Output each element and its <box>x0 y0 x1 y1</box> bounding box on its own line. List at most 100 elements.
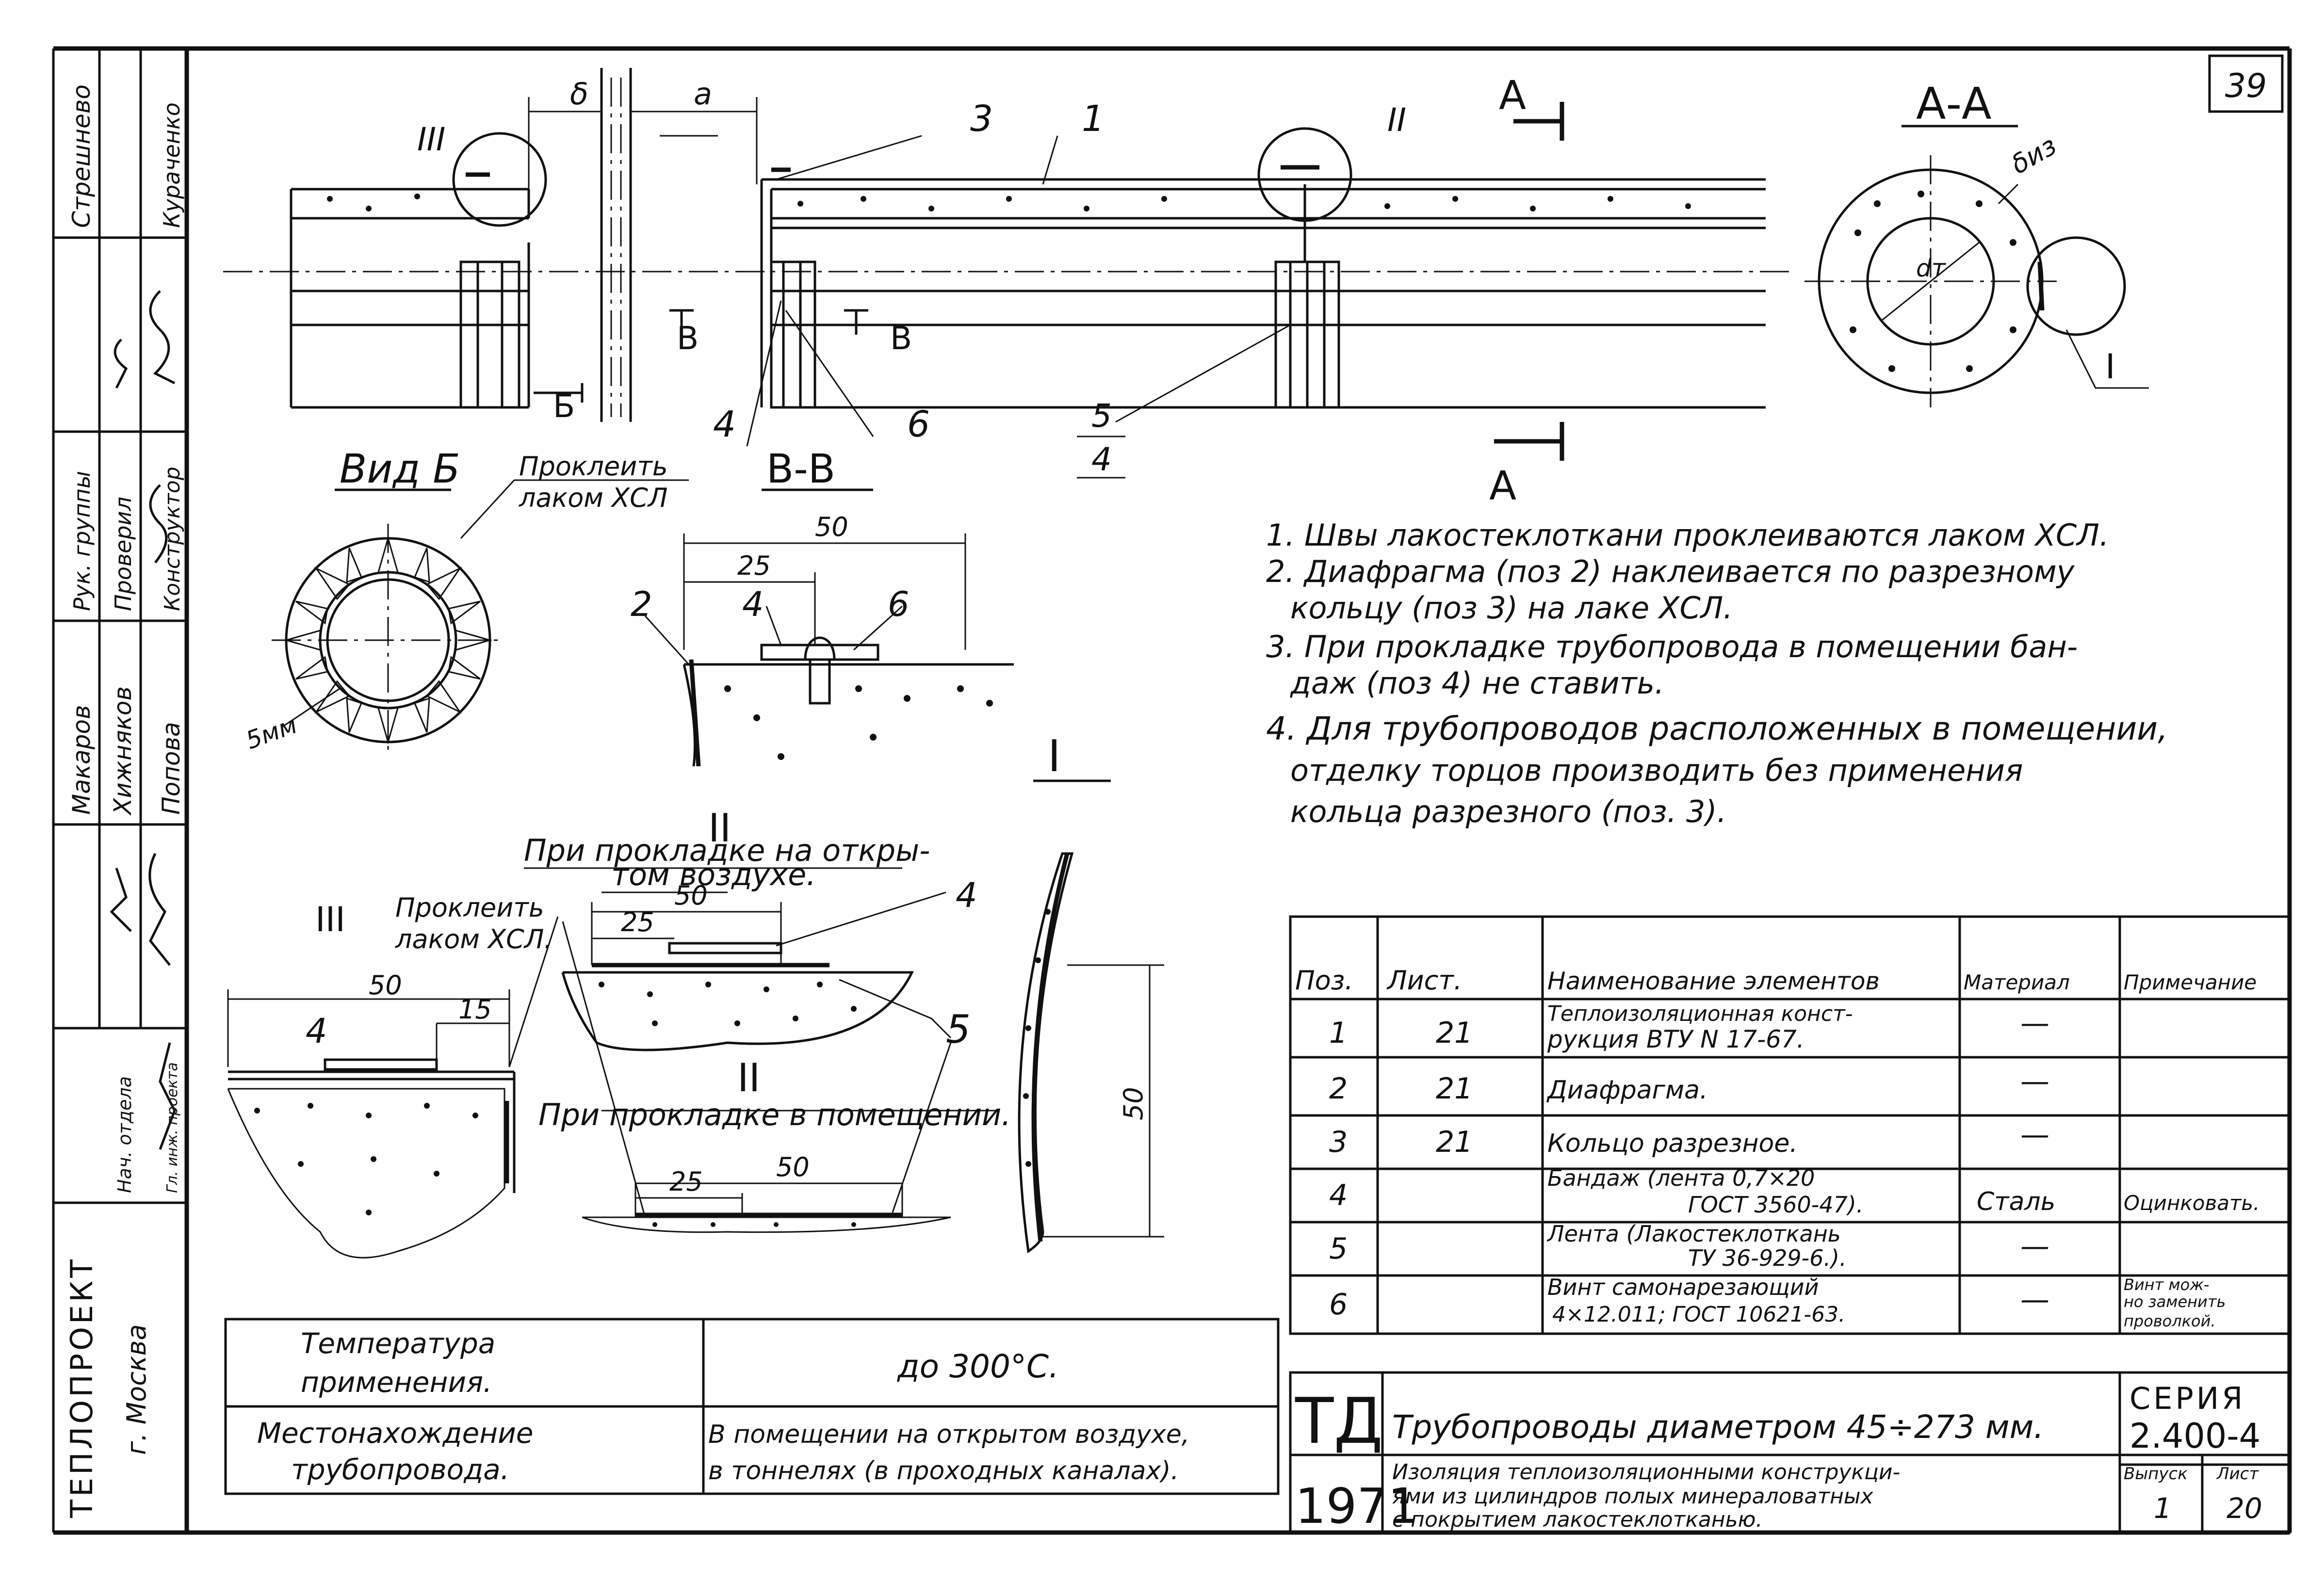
cond-location-value-2: в тоннелях (в проходных каналах). <box>708 1456 1179 1485</box>
spec-row-4-name-2: ГОСТ 3560-47). <box>1688 1192 1863 1218</box>
title-code: ТД <box>1295 1384 1383 1458</box>
spec-row-1-sheet: 21 <box>1436 1016 1473 1050</box>
detail-II-outdoor-1: При прокладке на откры- <box>524 833 930 868</box>
view-b <box>272 479 689 757</box>
spec-row-2-material: — <box>2020 1065 2049 1098</box>
note-2: 2. Диафрагма (поз 2) наклеивается по раз… <box>1266 554 2075 589</box>
issue-value: 1 <box>2154 1492 2172 1525</box>
spec-row-6-name-1: Винт самонарезающий <box>1547 1274 1819 1300</box>
stamp-name-2: Кураченко <box>159 102 185 228</box>
detail-II-indoor: При прокладке в помещении. <box>538 1097 1011 1132</box>
vv-pos-4: 4 <box>742 584 764 624</box>
detail-III-glue-2: лаком ХСЛ. <box>395 924 553 954</box>
vv-pos-2: 2 <box>631 584 652 624</box>
section-aa <box>1804 125 2149 407</box>
detail-III-dim-50: 50 <box>369 970 402 1001</box>
pos-label-4-top-b: 4 <box>1091 441 1112 478</box>
note-2-cont: кольцу (поз 3) на лаке ХСЛ. <box>1290 590 1733 626</box>
spec-row-1-pos: 1 <box>1329 1016 1348 1050</box>
cond-location-value-1: В помещении на открытом воздухе, <box>708 1420 1189 1449</box>
vv-dim-50: 50 <box>815 512 848 542</box>
organization-city: г. Москва <box>121 1324 152 1455</box>
spec-row-6-name-2: 4×12.011; ГОСТ 10621-63. <box>1552 1302 1845 1327</box>
spec-row-5-name-2: ТУ 36-929-6.). <box>1688 1245 1847 1271</box>
spec-row-4-pos: 4 <box>1329 1178 1348 1212</box>
pos-label-3: 3 <box>970 98 993 140</box>
section-vv <box>644 488 1014 767</box>
section-mark-a-bottom: А <box>1489 463 1516 509</box>
title-sub-3: с покрытием лакостеклотканью. <box>1392 1507 1763 1532</box>
spec-row-4-note: Оцинковать. <box>2124 1191 2260 1215</box>
sheet-frame <box>52 46 2292 1535</box>
spec-row-5-name-1: Лента (Лакостеклоткань <box>1546 1221 1841 1247</box>
detail-II-outdoor-2: том воздухе. <box>611 857 816 892</box>
stamp-name-1: Стрешнево <box>67 84 96 228</box>
detail-III-title: III <box>315 900 345 939</box>
cond-location-label-2: трубопровода. <box>291 1453 509 1486</box>
detail-II-pos-5: 5 <box>946 1007 971 1052</box>
dim-5mm: 5мм <box>242 710 301 755</box>
issue-label: Выпуск <box>2124 1464 2188 1484</box>
title-block <box>1289 1371 2291 1534</box>
spec-row-4-name-1-vis: Бандаж (лента 0,7×20 <box>1547 1165 1815 1191</box>
detail-II <box>524 867 999 1233</box>
vv-pos-6: 6 <box>888 584 910 624</box>
title-sub-2: ями из цилиндров полых минераловатных <box>1392 1484 1874 1509</box>
spec-row-2-pos: 2 <box>1329 1072 1348 1106</box>
spec-row-1-name-2: рукция ВТУ N 17-67. <box>1547 1025 1804 1053</box>
dim-dt: dт <box>1916 254 1947 282</box>
conditions-table <box>224 1318 1280 1495</box>
detail-II-indoor-dim-25: 25 <box>669 1166 703 1197</box>
spec-row-5-pos: 5 <box>1329 1232 1348 1266</box>
spec-row-6-pos: 6 <box>1329 1288 1348 1322</box>
cond-location-label-1: Местонахождение <box>257 1417 534 1450</box>
stamp-name-khizhnyakov: Хижняков <box>109 686 137 816</box>
detail-I-title: I <box>1048 731 1061 782</box>
note-3: 3. При прокладке трубопровода в помещени… <box>1266 629 2078 664</box>
series-value: 2.400-4 <box>2129 1416 2260 1456</box>
note-4-cont-2: кольца разрезного (поз. 3). <box>1290 794 1726 829</box>
callout-I-aa: I <box>2105 347 2115 387</box>
mark-v-left: В <box>677 320 699 357</box>
pos-label-1: 1 <box>1082 98 1105 140</box>
detail-III <box>227 916 559 1259</box>
detail-II-pos-4: 4 <box>956 875 977 915</box>
view-b-title: Вид Б <box>340 446 460 492</box>
section-vv-title: В-В <box>766 446 835 492</box>
view-b-glue-1: Проклеить <box>519 451 668 482</box>
title-year: 1971 <box>1295 1478 1419 1534</box>
detail-II-indoor-title: II <box>737 1055 760 1100</box>
stamp-role-ruk-gruppy: Рук. группы <box>69 471 95 611</box>
pipe-elevation <box>223 68 1795 461</box>
mark-v-right: В <box>890 320 912 357</box>
spec-row-1-material: — <box>2020 1006 2049 1040</box>
spec-row-3-material: — <box>2020 1118 2049 1152</box>
title-main: Трубопроводы диаметром 45÷273 мм. <box>1392 1408 2044 1446</box>
mark-b-arrow: Б <box>553 387 575 425</box>
spec-row-2-name: Диафрагма. <box>1546 1076 1708 1105</box>
cond-temp-label-1: Температура <box>301 1327 495 1360</box>
title-sub-1: Изоляция теплоизоляционными конструкци- <box>1392 1460 1900 1485</box>
sheet-label: Лист <box>2216 1464 2259 1484</box>
pos-label-5-top: 5 <box>1091 397 1112 435</box>
detail-I-dim-50: 50 <box>1118 1087 1149 1120</box>
spec-row-6-note-1: Винт мож- <box>2124 1275 2210 1294</box>
spec-header-material: Материал <box>1964 970 2070 994</box>
detail-II-indoor-dim-50: 50 <box>776 1152 810 1182</box>
spec-row-6-note-2: но заменить <box>2124 1292 2226 1311</box>
notes: 1. Швы лакостеклоткани проклеиваются лак… <box>1266 517 2168 829</box>
dim-a: а <box>694 76 712 112</box>
spec-row-3-pos: 3 <box>1329 1125 1348 1159</box>
section-aa-title: А-А <box>1916 79 1992 129</box>
dim-delta: δ <box>570 76 588 112</box>
spec-row-5-material: — <box>2020 1229 2049 1263</box>
callout-II-top: II <box>1387 101 1406 139</box>
cond-temp-value: до 300°С. <box>897 1348 1059 1385</box>
stamp-role-gl-inzh: Гл. инж. проекта <box>164 1062 181 1193</box>
spec-row-2-sheet: 21 <box>1436 1072 1473 1106</box>
spec-header-pos: Поз. <box>1295 965 1353 996</box>
page-number: 39 <box>2225 67 2267 105</box>
organization-name: ТЕПЛОПРОЕКТ <box>64 1257 99 1518</box>
detail-II-dim-25: 25 <box>621 907 654 937</box>
